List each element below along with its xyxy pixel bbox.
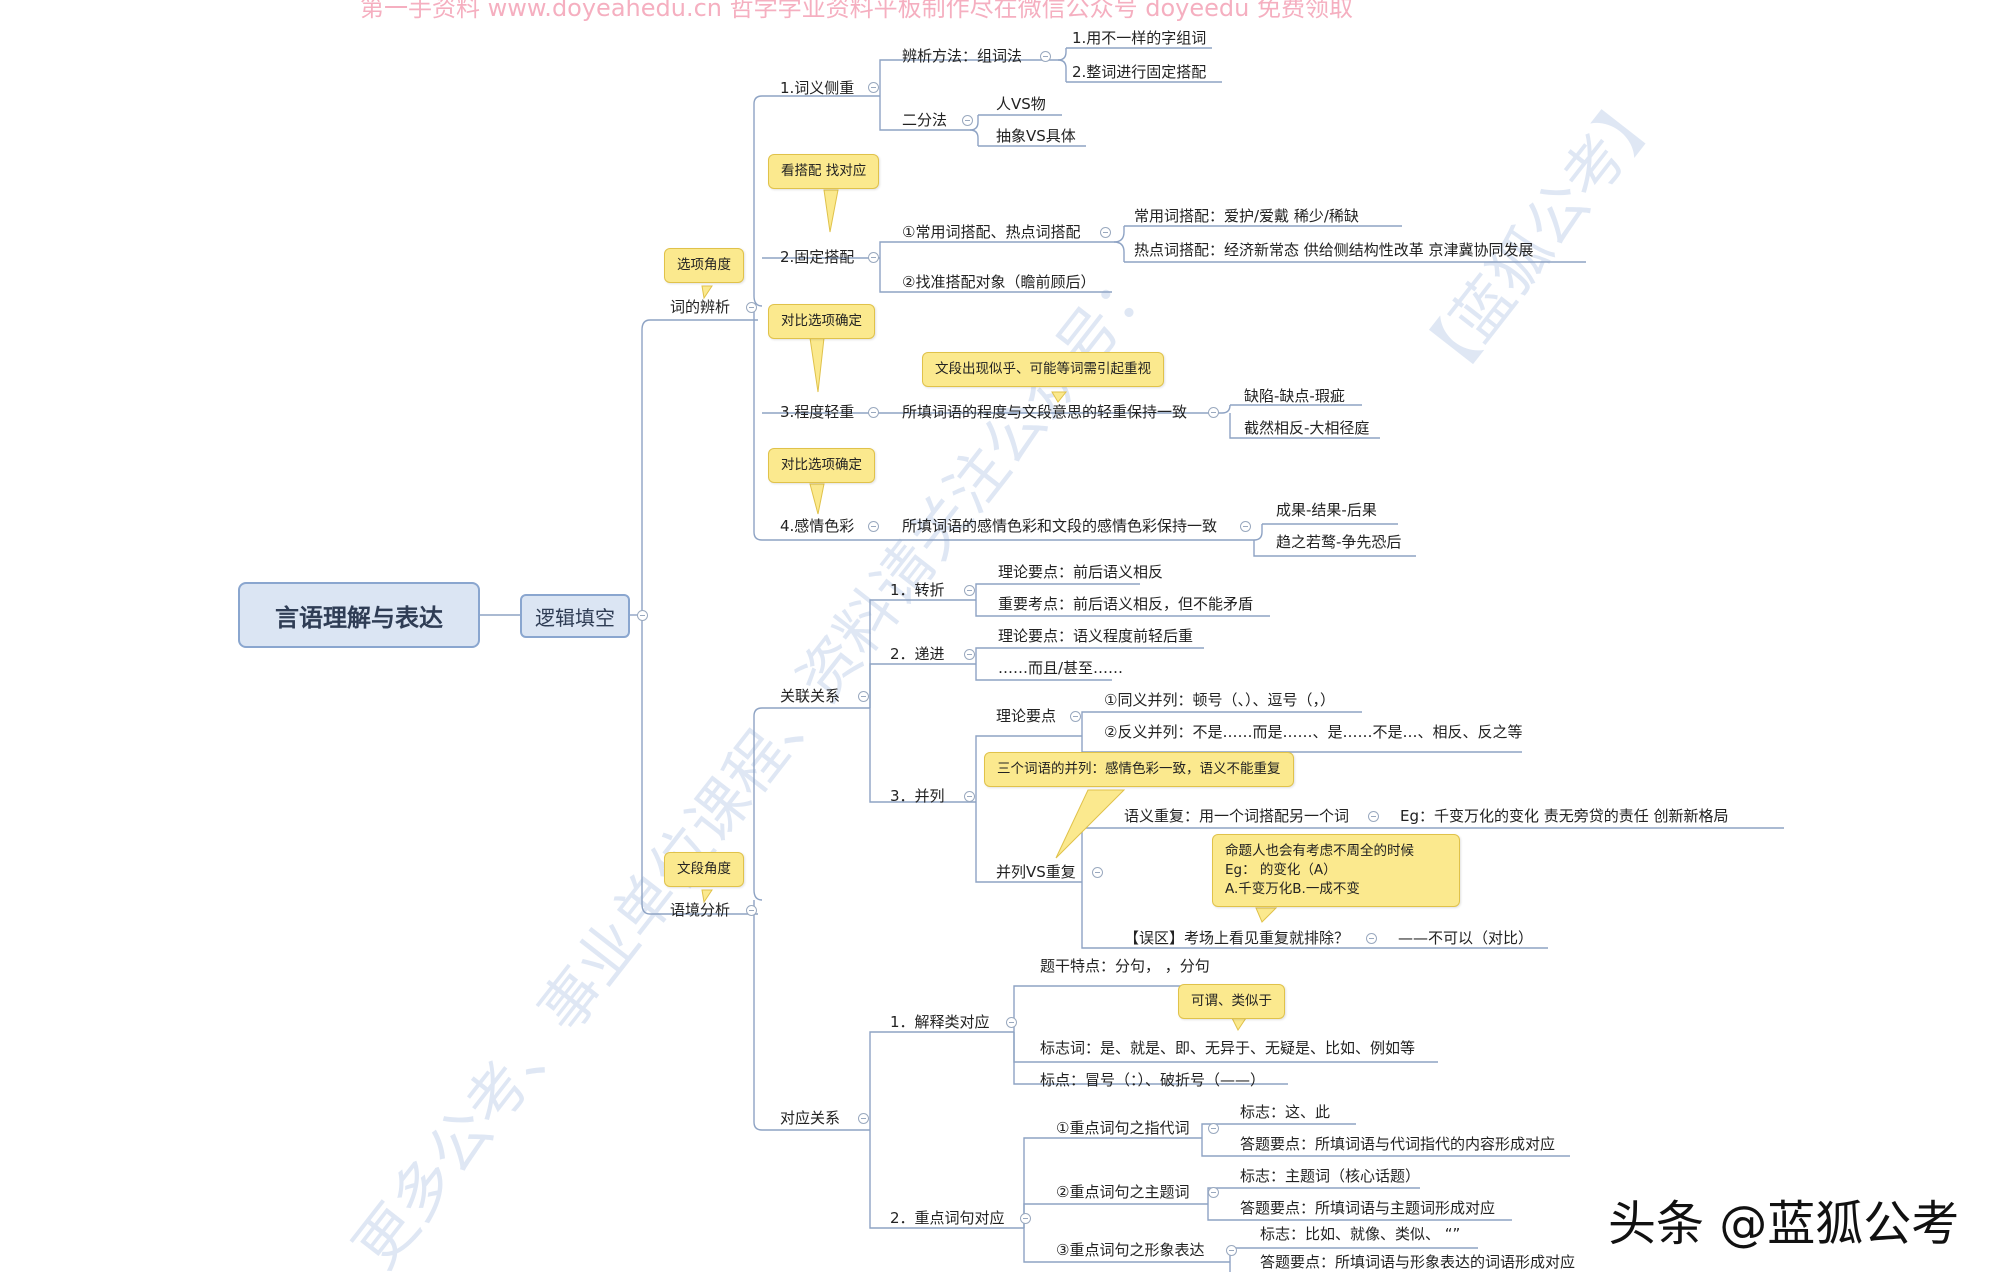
brand-watermark: 头条 @蓝狐公考 bbox=[1608, 1196, 1960, 1252]
collapse-icon[interactable] bbox=[637, 610, 648, 621]
tag-compare-options: 对比选项确定 bbox=[768, 448, 875, 483]
node-fixed-collocation[interactable]: 2.固定搭配 bbox=[780, 248, 855, 266]
note-line: A.千变万化B.一成不变 bbox=[1225, 881, 1360, 897]
collapse-icon[interactable] bbox=[962, 115, 973, 126]
leaf-item: 人VS物 bbox=[996, 95, 1046, 113]
collapse-icon[interactable] bbox=[1208, 1123, 1219, 1134]
node-degree-rule[interactable]: 所填词语的程度与文段意思的轻重保持一致 bbox=[902, 403, 1188, 421]
leaf-item: 常用词搭配：爱护/爱戴 稀少/稀缺 bbox=[1134, 207, 1359, 225]
leaf-item: 理论要点：前后语义相反 bbox=[998, 563, 1164, 581]
leaf-item: 重要考点：前后语义相反，但不能矛盾 bbox=[998, 595, 1254, 613]
tag-seem-maybe: 文段出现似乎、可能等词需引起重视 bbox=[922, 352, 1164, 387]
node-key-words[interactable]: 2．重点词句对应 bbox=[890, 1209, 1005, 1227]
collapse-icon[interactable] bbox=[1366, 933, 1377, 944]
leaf-item: 抽象VS具体 bbox=[996, 127, 1076, 145]
node-pronoun[interactable]: ①重点词句之指代词 bbox=[1056, 1119, 1190, 1137]
collapse-icon[interactable] bbox=[868, 252, 879, 263]
collapse-icon[interactable] bbox=[1368, 811, 1379, 822]
node-turning[interactable]: 1．转折 bbox=[890, 581, 945, 599]
top-watermark: 第一手资料 www.doyeahedu.cn 哲学学业资料平板制作尽在微信公众号… bbox=[360, 0, 1353, 22]
leaf-item: 标志：比如、就像、类似、 “” bbox=[1260, 1225, 1461, 1243]
collapse-icon[interactable] bbox=[1100, 227, 1111, 238]
leaf-item: 截然相反-大相径庭 bbox=[1244, 419, 1370, 437]
node-dichotomy[interactable]: 二分法 bbox=[902, 111, 948, 129]
leaf-item: Eg：千变万化的变化 责无旁贷的责任 创新新格局 bbox=[1400, 807, 1729, 825]
leaf-item: 标志词：是、就是、即、无异于、无疑是、比如、例如等 bbox=[1040, 1039, 1416, 1057]
tag-context-angle: 文段角度 bbox=[664, 852, 744, 887]
leaf-item: 答题要点：所填词语与主题词形成对应 bbox=[1240, 1199, 1496, 1217]
node-explanation[interactable]: 1．解释类对应 bbox=[890, 1013, 990, 1031]
leaf-item: 答题要点：所填词语与代词指代的内容形成对应 bbox=[1240, 1135, 1556, 1153]
tag-option-angle: 选项角度 bbox=[664, 248, 744, 283]
leaf-item: 答题要点：所填词语与形象表达的词语形成对应 bbox=[1260, 1253, 1576, 1271]
collapse-icon[interactable] bbox=[746, 302, 757, 313]
note-line: Eg： 的变化（A） bbox=[1225, 862, 1337, 878]
node-emotion[interactable]: 4.感情色彩 bbox=[780, 517, 855, 535]
collapse-icon[interactable] bbox=[1226, 1245, 1237, 1256]
leaf-item: 2.整词进行固定搭配 bbox=[1072, 63, 1207, 81]
collapse-icon[interactable] bbox=[1240, 521, 1251, 532]
leaf-item: ①同义并列：顿号（、）、逗号（，） bbox=[1104, 691, 1335, 709]
collapse-icon[interactable] bbox=[964, 585, 975, 596]
branch-word-analysis[interactable]: 词的辨析 bbox=[670, 298, 731, 316]
node-find-target[interactable]: ②找准搭配对象（瞻前顾后） bbox=[902, 273, 1096, 291]
leaf-item: 1.用不一样的字组词 bbox=[1072, 29, 1207, 47]
leaf-item: 缺陷-缺点-瑕疵 bbox=[1244, 387, 1345, 405]
collapse-icon[interactable] bbox=[858, 1113, 869, 1124]
tag-collocation: 看搭配 找对应 bbox=[768, 154, 880, 189]
collapse-icon[interactable] bbox=[868, 521, 879, 532]
note-examiner: 命题人也会有考虑不周全的时候 Eg： 的变化（A） A.千变万化B.一成不变 bbox=[1212, 834, 1460, 907]
branch-context-analysis[interactable]: 语境分析 bbox=[670, 901, 731, 919]
collapse-icon[interactable] bbox=[868, 407, 879, 418]
leaf-item: 题干特点：分句， ，分句 bbox=[1040, 957, 1210, 975]
leaf-item: 成果-结果-后果 bbox=[1276, 501, 1377, 519]
root-node[interactable]: 言语理解与表达 bbox=[238, 582, 480, 648]
node-emotion-rule[interactable]: 所填词语的感情色彩和文段的感情色彩保持一致 bbox=[902, 517, 1218, 535]
leaf-item: 标志：这、此 bbox=[1240, 1103, 1331, 1121]
leaf-item: ——不可以（对比） bbox=[1398, 929, 1534, 947]
node-method-grouping[interactable]: 辨析方法：组词法 bbox=[902, 47, 1023, 65]
collapse-icon[interactable] bbox=[1020, 1213, 1031, 1224]
node-meaning-focus[interactable]: 1.词义侧重 bbox=[780, 79, 855, 97]
collapse-icon[interactable] bbox=[858, 691, 869, 702]
node-semantic-repeat[interactable]: 语义重复：用一个词搭配另一个词 bbox=[1124, 807, 1350, 825]
main-node-logic-fill[interactable]: 逻辑填空 bbox=[520, 594, 630, 638]
tag-three-words: 三个词语的并列：感情色彩一致，语义不能重复 bbox=[984, 752, 1294, 787]
leaf-item: 趋之若鹜-争先恐后 bbox=[1276, 533, 1402, 551]
node-misconception[interactable]: 【误区】考场上看见重复就排除？ bbox=[1124, 929, 1350, 947]
note-line: 命题人也会有考虑不周全的时候 bbox=[1225, 843, 1414, 859]
collapse-icon[interactable] bbox=[1040, 51, 1051, 62]
node-common-collocation[interactable]: ①常用词搭配、热点词搭配 bbox=[902, 223, 1081, 241]
collapse-icon[interactable] bbox=[1208, 407, 1219, 418]
leaf-item: 热点词搭配：经济新常态 供给侧结构性改革 京津冀协同发展 bbox=[1134, 241, 1534, 259]
node-imagery[interactable]: ③重点词句之形象表达 bbox=[1056, 1241, 1205, 1259]
collapse-icon[interactable] bbox=[964, 791, 975, 802]
node-parallel-vs-repeat[interactable]: 并列VS重复 bbox=[996, 863, 1076, 881]
tag-like: 可谓、类似于 bbox=[1178, 984, 1285, 1019]
leaf-item: 标点：冒号（：）、破折号（——） bbox=[1040, 1071, 1266, 1089]
collapse-icon[interactable] bbox=[1006, 1017, 1017, 1028]
node-progressive[interactable]: 2．递进 bbox=[890, 645, 945, 663]
node-theme[interactable]: ②重点词句之主题词 bbox=[1056, 1183, 1190, 1201]
node-degree[interactable]: 3.程度轻重 bbox=[780, 403, 855, 421]
leaf-item: 标志：主题词（核心话题） bbox=[1240, 1167, 1421, 1185]
tag-compare-options: 对比选项确定 bbox=[768, 304, 875, 339]
node-parallel[interactable]: 3．并列 bbox=[890, 787, 945, 805]
collapse-icon[interactable] bbox=[1208, 1187, 1219, 1198]
leaf-item: ……而且/甚至…… bbox=[998, 659, 1124, 677]
leaf-item: 理论要点：语义程度前轻后重 bbox=[998, 627, 1194, 645]
node-relation[interactable]: 关联关系 bbox=[780, 687, 841, 705]
collapse-icon[interactable] bbox=[868, 82, 879, 93]
collapse-icon[interactable] bbox=[1092, 867, 1103, 878]
node-theory-points[interactable]: 理论要点 bbox=[996, 707, 1057, 725]
collapse-icon[interactable] bbox=[964, 649, 975, 660]
leaf-item: ②反义并列：不是……而是……、是……不是…、相反、反之等 bbox=[1104, 723, 1523, 741]
collapse-icon[interactable] bbox=[746, 905, 757, 916]
collapse-icon[interactable] bbox=[1070, 711, 1081, 722]
node-correspondence[interactable]: 对应关系 bbox=[780, 1109, 841, 1127]
